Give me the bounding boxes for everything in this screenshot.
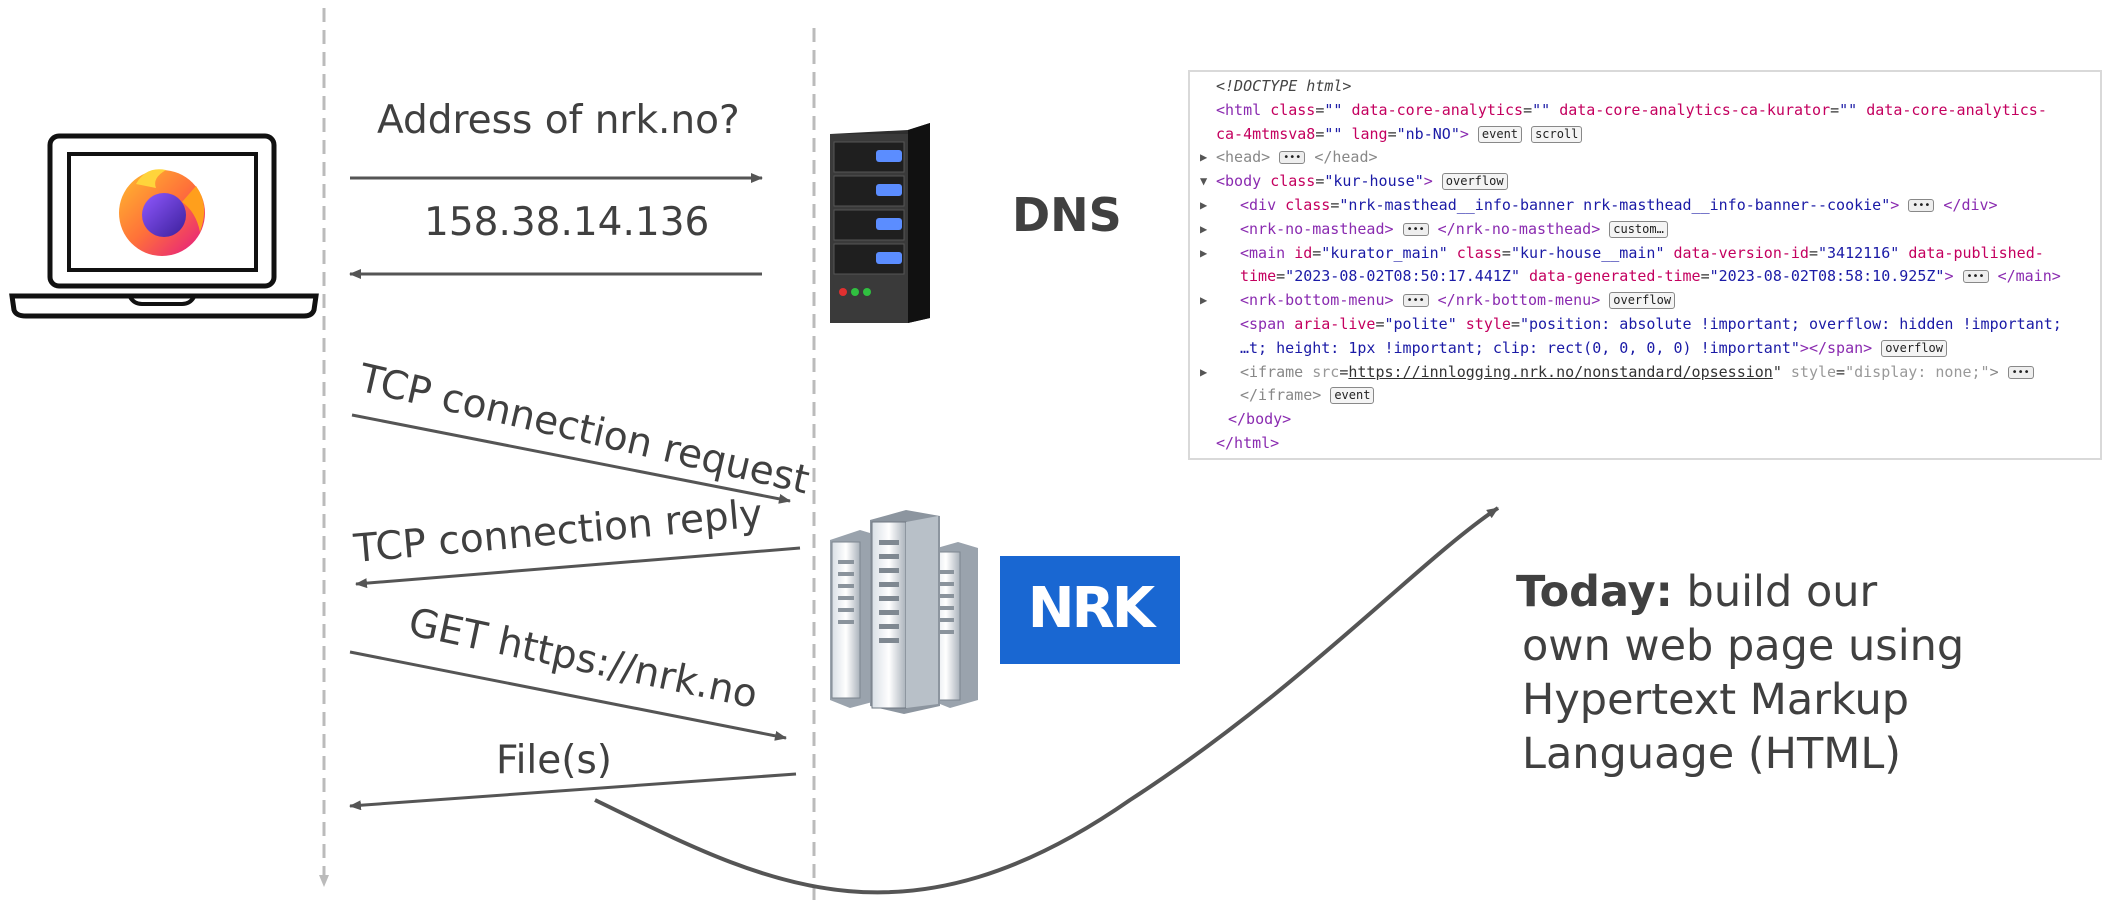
expand-triangle-icon[interactable]: ▶ (1200, 221, 1208, 236)
firefox-icon (119, 169, 205, 256)
nrk-logo-text: NRK (1027, 576, 1155, 641)
expand-triangle-icon[interactable]: ▶ (1200, 150, 1208, 165)
today-line-4: Language (HTML) (1522, 729, 1902, 779)
arrow-files (349, 772, 797, 811)
bottom-menu-line[interactable]: ▶<nrk-bottom-menu> ••• </nrk-bottom-menu… (1200, 289, 2100, 313)
dns-query-label: Address of nrk.no? (377, 98, 740, 143)
span-line-2: …t; height: 1px !important; clip: rect(0… (1216, 337, 2100, 361)
span-line: <span aria-live="polite" style="position… (1240, 314, 2062, 333)
expand-triangle-icon[interactable]: ▶ (1200, 364, 1208, 379)
iframe-line[interactable]: ▶<iframe src=https://innlogging.nrk.no/n… (1200, 361, 2100, 385)
files-label: File(s) (496, 738, 613, 783)
iframe-close-line: </iframe> event (1216, 384, 2100, 408)
nrk-logo: NRK (1000, 556, 1180, 664)
iframe-src-link[interactable]: https://innlogging.nrk.no/nonstandard/op… (1348, 362, 1773, 381)
doctype-line: <!DOCTYPE html> (1216, 77, 1352, 95)
dns-label: DNS (1012, 188, 1122, 242)
overflow-badge[interactable]: overflow (1441, 173, 1508, 191)
expand-triangle-icon[interactable]: ▶ (1200, 197, 1208, 212)
web-server-icon (830, 510, 978, 714)
arrow-get-request (349, 650, 787, 741)
div-line[interactable]: ▶<div class="nrk-masthead__info-banner n… (1200, 194, 2100, 218)
arrow-tcp-reply (355, 546, 801, 589)
expand-triangle-icon[interactable]: ▶ (1200, 245, 1208, 260)
today-line-2: own web page using (1522, 621, 1965, 671)
body-open-line[interactable]: ▼<body class="kur-house"> overflow (1200, 170, 2100, 194)
html-inspector-panel: <!DOCTYPE html> <html class="" data-core… (1188, 70, 2102, 460)
today-line-3: Hypertext Markup (1522, 675, 1909, 725)
today-line-1: build our (1672, 567, 1878, 617)
today-bold: Today: (1516, 567, 1673, 617)
head-line[interactable]: ▶<head> ••• </head> (1200, 146, 2100, 170)
expand-triangle-icon[interactable]: ▶ (1200, 293, 1208, 308)
dns-answer-label: 158.38.14.136 (424, 200, 710, 245)
scroll-badge[interactable]: scroll (1531, 125, 1583, 143)
event-badge[interactable]: event (1477, 125, 1523, 143)
html-open-line-2: ca-4mtmsva8="" lang="nb-NO"> event scrol… (1216, 123, 2100, 147)
main-line-2: time="2023-08-02T08:50:17.441Z" data-gen… (1240, 267, 2061, 286)
today-note: Today: build our own web page using Hype… (1516, 565, 1964, 781)
masthead-line[interactable]: ▶<nrk-no-masthead> ••• </nrk-no-masthead… (1200, 218, 2100, 242)
html-open-line: <html class="" data-core-analytics="" da… (1216, 100, 2047, 119)
main-line[interactable]: ▶<main id="kurator_main" class="kur-hous… (1200, 242, 2100, 266)
collapse-triangle-icon[interactable]: ▼ (1200, 174, 1208, 189)
custom-badge[interactable]: custom… (1609, 220, 1668, 238)
dns-server-icon (830, 123, 930, 323)
curved-arrow (594, 506, 1500, 895)
html-close-line: </html> (1216, 433, 1280, 452)
body-close-line: </body> (1228, 410, 1292, 429)
arrow-tcp-request (351, 413, 791, 504)
collapsed-dots[interactable]: ••• (1279, 151, 1306, 165)
